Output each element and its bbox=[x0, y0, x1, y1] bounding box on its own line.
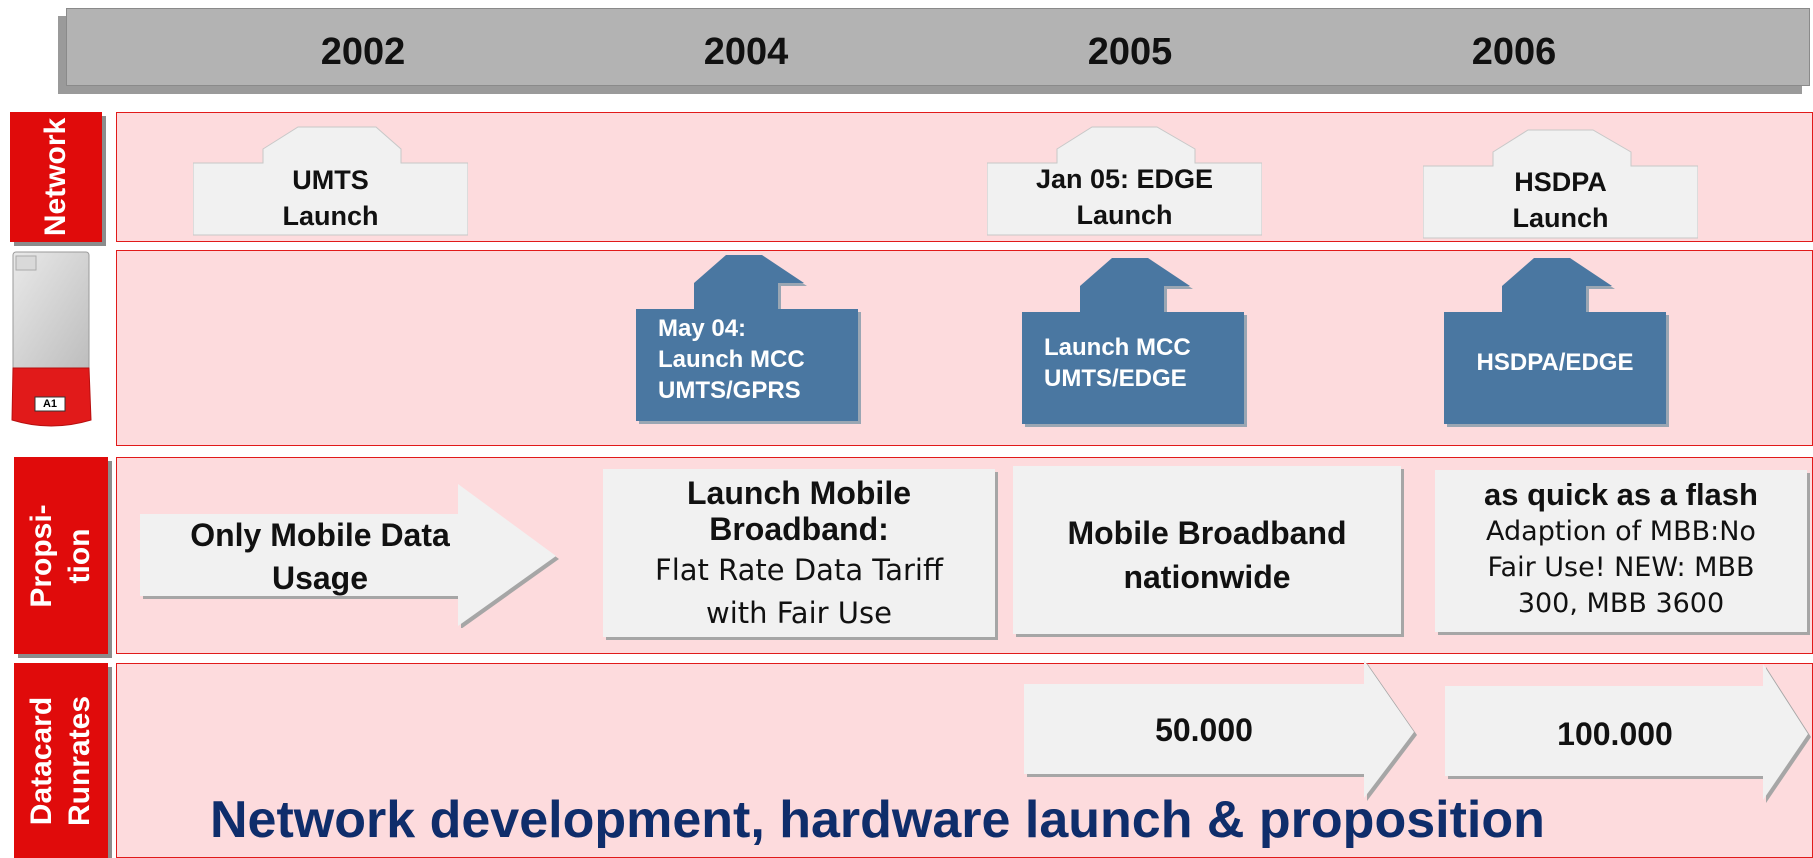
text-line: Broadband: bbox=[709, 511, 889, 547]
text-line: Launch bbox=[1512, 203, 1609, 233]
mcc-umts-gprs-arrow: May 04: Launch MCC UMTS/GPRS bbox=[636, 253, 861, 424]
flash-description: Adaption of MBB:No Fair Use! NEW: MBB 30… bbox=[1435, 514, 1807, 622]
text-line: May 04: bbox=[658, 315, 747, 342]
right-arrow-shape bbox=[140, 484, 559, 628]
edge-launch-arrow: Jan 05: EDGE Launch bbox=[987, 125, 1262, 237]
text-line: Launch Mobile bbox=[687, 475, 911, 511]
text-line: Launch MCC bbox=[658, 346, 805, 373]
up-arrow-shape bbox=[987, 126, 1262, 236]
mcc-umts-gprs-text: May 04: Launch MCC UMTS/GPRS bbox=[658, 313, 805, 406]
text-line: Launch MCC bbox=[1044, 334, 1191, 361]
umts-launch-arrow: UMTS Launch bbox=[193, 125, 468, 237]
only-mobile-data-text: Only Mobile Data Usage bbox=[140, 514, 500, 600]
up-arrow-shape bbox=[193, 126, 468, 236]
text-line: UMTS/EDGE bbox=[1044, 365, 1187, 392]
right-arrow-shape bbox=[1445, 664, 1811, 803]
datacard-image: A1 bbox=[10, 250, 92, 430]
text-line: HSDPA bbox=[1514, 167, 1607, 197]
text-line: Launch bbox=[1076, 200, 1173, 230]
proposition-label-text: Propsi- tion bbox=[23, 504, 99, 607]
datacard-brand: A1 bbox=[42, 398, 58, 410]
text-line: Only Mobile Data bbox=[190, 517, 450, 553]
launch-mbb-description: Flat Rate Data Tariff with Fair Use bbox=[603, 549, 995, 635]
text-line: Flat Rate Data Tariff bbox=[655, 553, 943, 587]
year-label: 2006 bbox=[1471, 31, 1557, 73]
quick-as-flash-box: as quick as a flash Adaption of MBB:No F… bbox=[1435, 470, 1807, 632]
runrates-label-text: Datacard Runrates bbox=[23, 695, 99, 825]
text-line: with Fair Use bbox=[706, 596, 892, 630]
up-arrow-shape bbox=[1423, 129, 1698, 239]
up-arrow-shape bbox=[1444, 258, 1669, 427]
runrates-row-label: Datacard Runrates bbox=[14, 663, 108, 858]
text-line: Usage bbox=[271, 560, 369, 596]
right-arrow-shape bbox=[1024, 660, 1417, 801]
hsdpa-launch-arrow: HSDPA Launch bbox=[1423, 128, 1698, 240]
up-arrow-shape bbox=[1022, 258, 1247, 427]
nationwide-text: Mobile Broadband nationwide bbox=[1013, 511, 1401, 599]
text-line: Jan 05: EDGE bbox=[1035, 164, 1214, 194]
launch-mobile-broadband-box: Launch Mobile Broadband: Flat Rate Data … bbox=[603, 469, 995, 637]
up-arrow-shape bbox=[636, 255, 861, 424]
flash-title: as quick as a flash bbox=[1484, 477, 1758, 512]
proposition-row-label: Propsi- tion bbox=[14, 457, 108, 654]
umts-launch-text: UMTS Launch bbox=[193, 162, 468, 234]
network-label-text: Network bbox=[39, 117, 72, 237]
hsdpa-launch-text: HSDPA Launch bbox=[1423, 164, 1698, 236]
text-line: Launch bbox=[282, 201, 379, 231]
runrates-label-line: Datacard bbox=[25, 696, 58, 825]
runrate-2005-arrow: 50.000 bbox=[1024, 660, 1417, 802]
mcc-umts-edge-text: Launch MCC UMTS/EDGE bbox=[1044, 332, 1191, 394]
year-label: 2004 bbox=[703, 31, 789, 73]
only-mobile-data-arrow: Only Mobile Data Usage bbox=[140, 484, 559, 628]
runrates-label-line: Runrates bbox=[63, 695, 96, 826]
slide-title: Network development, hardware launch & p… bbox=[210, 791, 1545, 849]
text-line: UMTS/GPRS bbox=[658, 377, 801, 404]
runrate-2006-value: 100.000 bbox=[1557, 716, 1673, 752]
launch-mbb-title: Launch Mobile Broadband: bbox=[603, 475, 995, 547]
proposition-label-line: Propsi- bbox=[25, 503, 58, 608]
hsdpa-edge-text: HSDPA/EDGE bbox=[1476, 349, 1634, 376]
proposition-label-line: tion bbox=[63, 528, 96, 583]
text-line: Adaption of MBB:No bbox=[1486, 516, 1756, 547]
runrate-2005-value: 50.000 bbox=[1155, 712, 1253, 748]
text-line: Mobile Broadband bbox=[1067, 515, 1347, 551]
datacard-illustration bbox=[11, 251, 92, 427]
text-line: 300, MBB 3600 bbox=[1517, 588, 1725, 619]
year-label: 2005 bbox=[1087, 31, 1173, 73]
hsdpa-edge-arrow: HSDPA/EDGE bbox=[1444, 256, 1669, 427]
year-label: 2002 bbox=[320, 31, 406, 73]
text-line: Fair Use! NEW: MBB bbox=[1487, 552, 1755, 583]
text-line: nationwide bbox=[1123, 559, 1291, 595]
text-line: UMTS bbox=[292, 165, 369, 195]
runrate-2006-arrow: 100.000 bbox=[1445, 664, 1811, 804]
year-banner: 2002 2004 2005 2006 bbox=[66, 8, 1810, 86]
edge-launch-text: Jan 05: EDGE Launch bbox=[987, 161, 1262, 233]
mobile-broadband-nationwide-box: Mobile Broadband nationwide bbox=[1013, 466, 1401, 634]
network-row-label: Network bbox=[10, 112, 102, 242]
mcc-umts-edge-arrow: Launch MCC UMTS/EDGE bbox=[1022, 256, 1247, 427]
